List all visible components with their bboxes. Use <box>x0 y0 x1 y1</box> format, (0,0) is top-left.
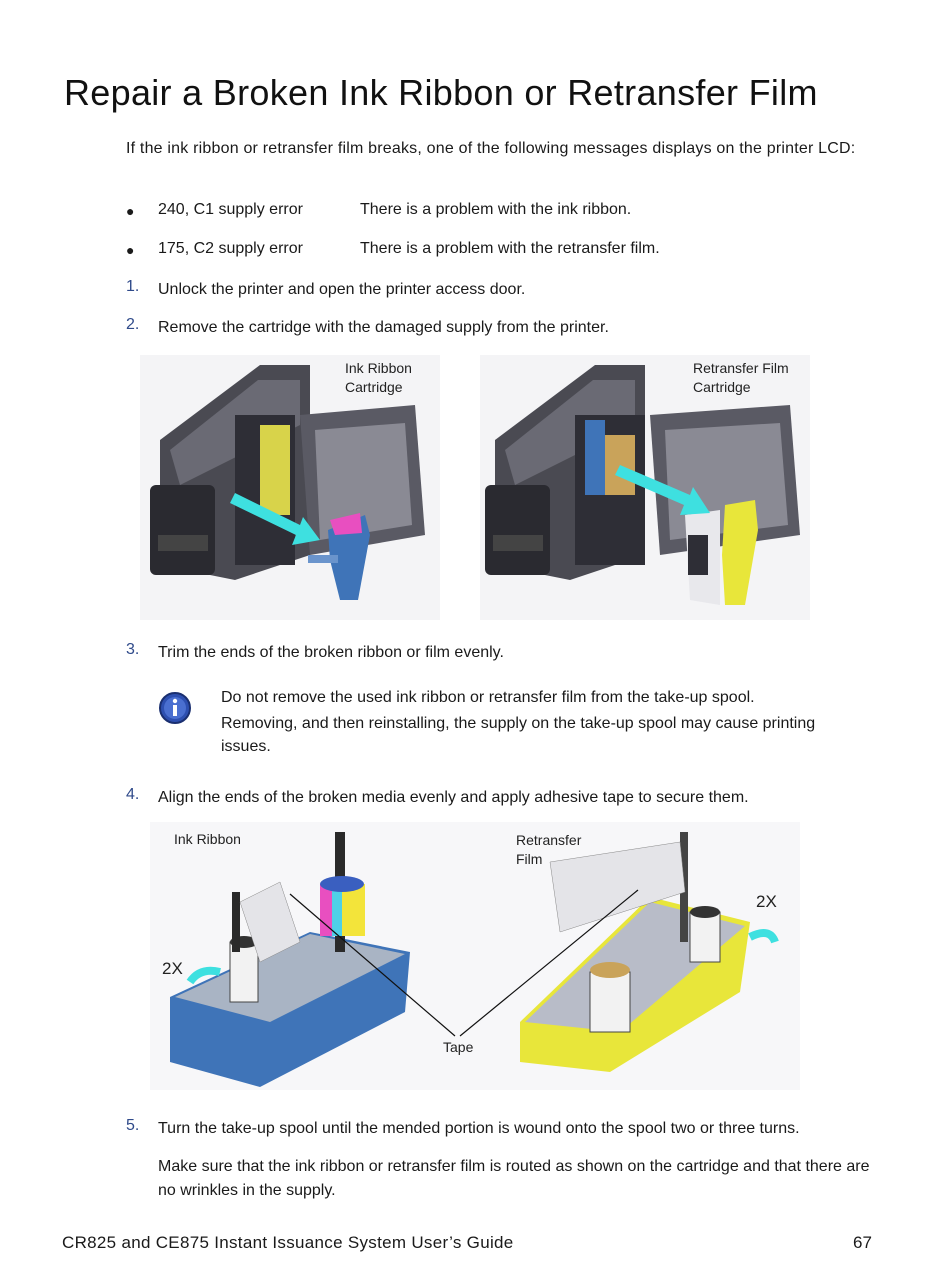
step-paragraph: Make sure that the ink ribbon or retrans… <box>158 1158 870 1199</box>
note-line: Removing, and then reinstalling, the sup… <box>221 715 816 755</box>
tape-label: Tape <box>443 1039 474 1055</box>
step-number: 2. <box>126 316 140 333</box>
figure-label: Retransfer <box>516 832 582 848</box>
message-description: There is a problem with the ink ribbon. <box>360 201 632 218</box>
figure-label: Ink Ribbon <box>345 360 412 376</box>
message-code: 175, C2 supply error <box>158 240 303 257</box>
ink-ribbon-slot <box>260 425 290 515</box>
tape-leader-line <box>289 893 456 1037</box>
figure-label: Ink Ribbon <box>174 831 241 847</box>
tape-splice-figure <box>150 822 800 1090</box>
step-text: Unlock the printer and open the printer … <box>158 281 526 298</box>
ink-ribbon-spool-illustration <box>170 832 410 1087</box>
removal-arrow <box>230 493 320 545</box>
rotation-count-label: 2X <box>162 959 183 978</box>
page-title: Repair a Broken Ink Ribbon or Retransfer… <box>64 72 818 113</box>
bullet-dot: ● <box>126 203 135 219</box>
tape-leader-line <box>459 889 639 1037</box>
note-line: Do not remove the used ink ribbon or ret… <box>221 689 755 706</box>
step-text: Remove the cartridge with the damaged su… <box>158 319 609 336</box>
info-icon <box>159 692 191 724</box>
printer-left-illustration <box>140 355 440 620</box>
figure-label: Retransfer Film <box>693 360 789 376</box>
cartridge-removal-figure <box>140 355 810 620</box>
bullet-dot: ● <box>126 242 135 258</box>
note-text: Do not remove the used ink ribbon or ret… <box>221 686 851 758</box>
step-text: Align the ends of the broken media evenl… <box>158 789 749 806</box>
rotation-count-label: 2X <box>756 892 777 911</box>
retransfer-cartridge-illustration <box>685 500 758 605</box>
step-number: 3. <box>126 641 140 658</box>
message-code: 240, C1 supply error <box>158 201 303 218</box>
figure-label: Film <box>516 851 543 867</box>
footer-document-title: CR825 and CE875 Instant Issuance System … <box>62 1233 514 1252</box>
figure-label: Cartridge <box>345 379 403 395</box>
step-number: 5. <box>126 1117 140 1134</box>
ink-ribbon-cartridge-illustration <box>308 513 370 600</box>
figure-label: Cartridge <box>693 379 751 395</box>
step-number: 4. <box>126 786 140 803</box>
removal-arrow <box>615 465 710 515</box>
page-number: 67 <box>853 1233 872 1252</box>
step-number: 1. <box>126 278 140 295</box>
step-text: Turn the take-up spool until the mended … <box>158 1120 800 1137</box>
step-text: Trim the ends of the broken ribbon or fi… <box>158 644 504 661</box>
message-description: There is a problem with the retransfer f… <box>360 240 660 257</box>
intro-paragraph: If the ink ribbon or retransfer film bre… <box>126 140 856 157</box>
retransfer-spool-illustration <box>520 832 779 1072</box>
